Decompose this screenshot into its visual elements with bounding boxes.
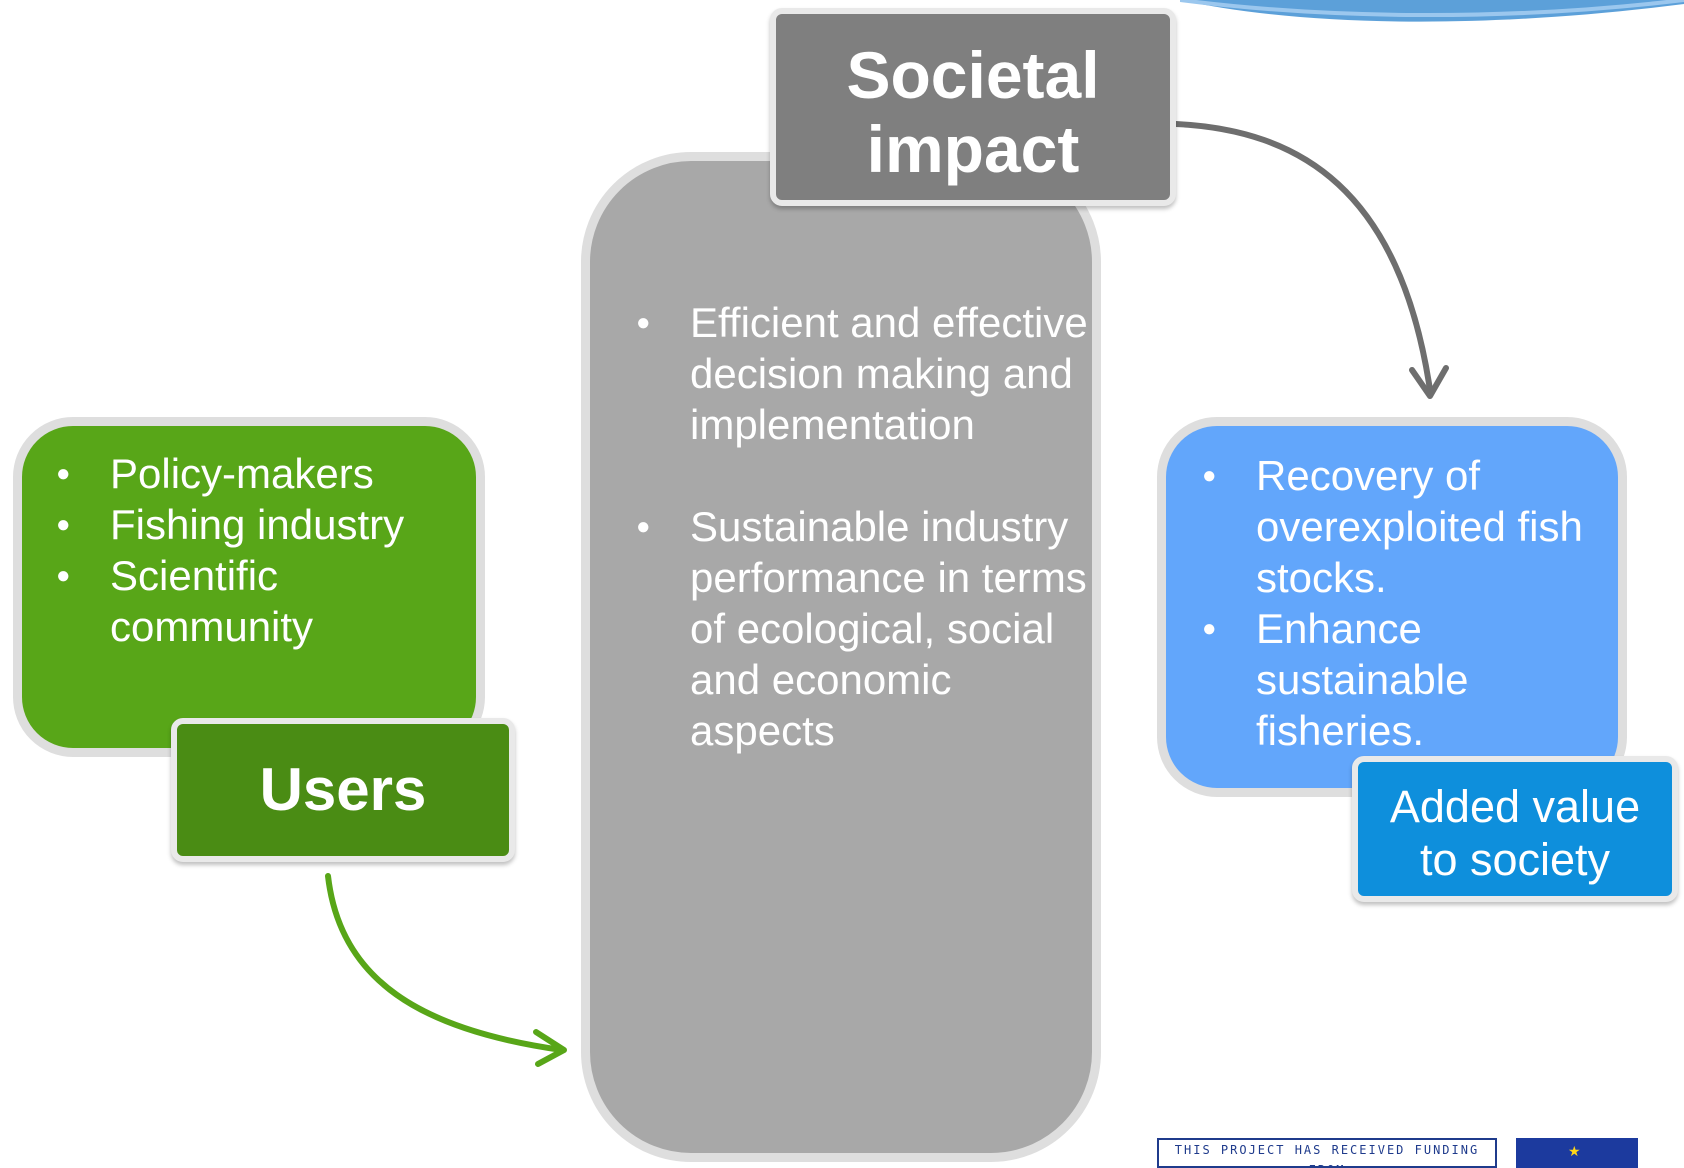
users-item-policy-makers: Policy-makers <box>52 448 472 499</box>
users-label: Users <box>171 718 515 862</box>
societal-impact-label: Societal impact <box>770 8 1176 206</box>
star-icon: ★ <box>1568 1143 1581 1159</box>
users-to-impact-arrow <box>325 873 565 1053</box>
added-value-label-line2: to society <box>1419 834 1611 885</box>
value-list: Recovery of overexploited fish stocks. E… <box>1198 450 1618 756</box>
wave-decoration <box>1180 0 1684 22</box>
societal-impact-label-line2: impact <box>866 112 1080 186</box>
impact-item-decision-making: Efficient and effective decision making … <box>632 297 1092 450</box>
users-to-impact-arrowhead <box>533 1029 567 1067</box>
value-item-enhance: Enhance sustainable fisheries. <box>1198 603 1618 756</box>
impact-to-value-arrow <box>1173 121 1433 393</box>
value-item-recovery: Recovery of overexploited fish stocks. <box>1198 450 1618 603</box>
impact-list: Efficient and effective decision making … <box>632 297 1092 756</box>
societal-impact-label-line1: Societal <box>846 38 1100 112</box>
impact-item-sustainable-industry: Sustainable industry performance in term… <box>632 501 1092 756</box>
added-value-label-line1: Added value <box>1389 781 1641 832</box>
users-item-scientific-community: Scientific community <box>52 550 472 652</box>
impact-to-value-arrowhead <box>1409 365 1449 399</box>
added-value-label: Added value to society <box>1352 756 1678 902</box>
users-item-fishing-industry: Fishing industry <box>52 499 472 550</box>
users-list: Policy-makers Fishing industry Scientifi… <box>52 448 472 652</box>
funding-notice: THIS PROJECT HAS RECEIVED FUNDING FROM <box>1157 1138 1497 1168</box>
eu-flag-icon: ★ <box>1516 1138 1638 1168</box>
